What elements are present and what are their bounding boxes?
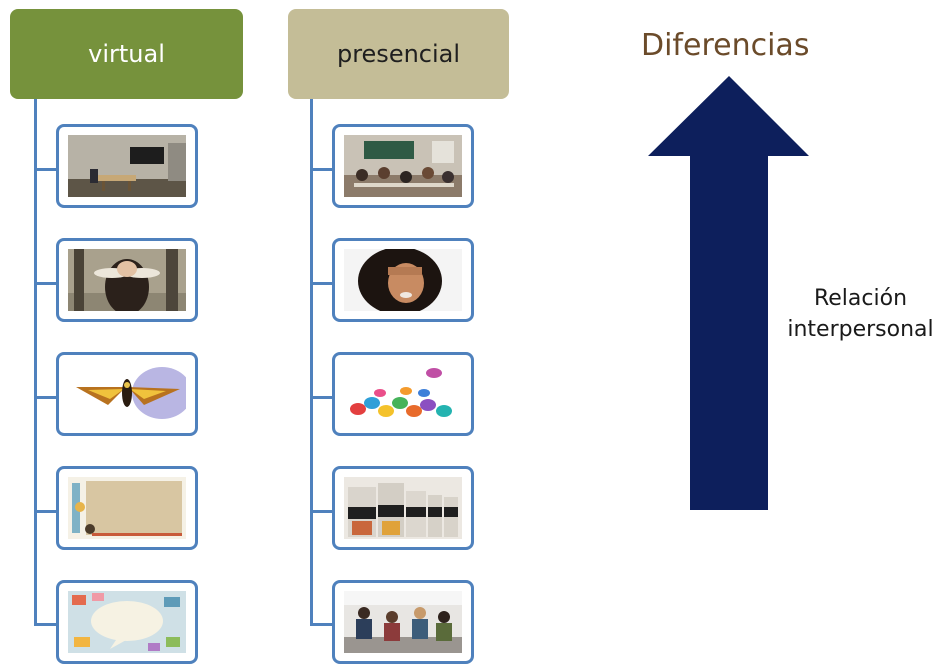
presencial-connector-branch <box>310 396 332 399</box>
virtual-card-4 <box>56 466 198 550</box>
up-arrow <box>648 76 810 510</box>
presencial-card-4 <box>332 466 474 550</box>
virtual-connector-branch <box>34 168 56 171</box>
differences-title: Diferencias <box>641 28 810 63</box>
shading-eyes-image <box>344 249 462 311</box>
presencial-card-1 <box>332 124 474 208</box>
presencial-connector-branch <box>310 168 332 171</box>
presencial-connector-branch <box>310 623 332 626</box>
virtual-connector-branch <box>34 510 56 513</box>
presencial-card-3 <box>332 352 474 436</box>
paper-frame-image <box>68 477 186 539</box>
virtual-connector-branch <box>34 623 56 626</box>
header-virtual-label: virtual <box>88 40 165 68</box>
virtual-card-2 <box>56 238 198 322</box>
header-presencial: presencial <box>288 9 509 99</box>
classroom-image <box>344 135 462 197</box>
presencial-connector-branch <box>310 510 332 513</box>
virtual-connector-trunk <box>34 99 37 625</box>
pencil-jars-image <box>344 477 462 539</box>
interpersonal-relation-line2: interpersonal <box>787 317 934 342</box>
virtual-card-3 <box>56 352 198 436</box>
virtual-card-1 <box>56 124 198 208</box>
presencial-card-2 <box>332 238 474 322</box>
butterflies-image <box>344 363 462 425</box>
speech-bubble-collage-image <box>68 591 186 653</box>
header-virtual: virtual <box>10 9 243 99</box>
hands-over-eyes-image <box>68 249 186 311</box>
virtual-connector-branch <box>34 396 56 399</box>
virtual-connector-branch <box>34 282 56 285</box>
virtual-card-5 <box>56 580 198 664</box>
interpersonal-relation-line1: Relación <box>813 286 908 311</box>
group-meeting-image <box>344 591 462 653</box>
interpersonal-relation-label: Relación interpersonal <box>770 283 951 345</box>
presencial-connector-trunk <box>310 99 313 625</box>
presencial-connector-branch <box>310 282 332 285</box>
office-room-image <box>68 135 186 197</box>
presencial-card-5 <box>332 580 474 664</box>
header-presencial-label: presencial <box>336 40 461 68</box>
moth-image <box>68 363 186 425</box>
